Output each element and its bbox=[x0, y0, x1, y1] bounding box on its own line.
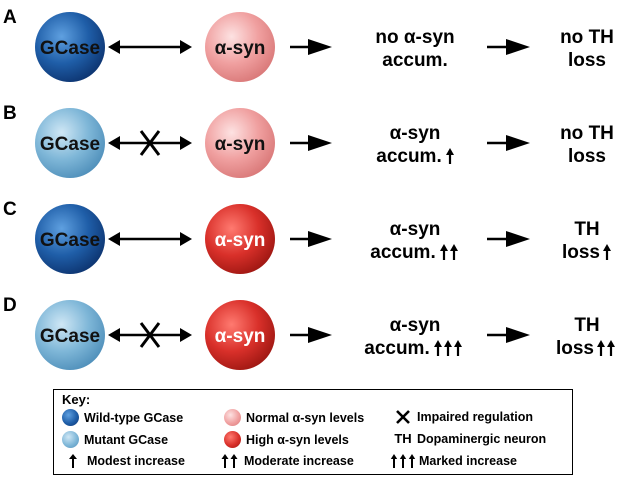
accumulation-text-line1: α-syn bbox=[390, 219, 441, 240]
high-asyn-swatch bbox=[224, 431, 241, 448]
key-item-wildtype-gcase: Wild-type GCase bbox=[62, 409, 183, 426]
th-text-line1: no TH bbox=[560, 27, 614, 48]
forward-arrow-icon bbox=[290, 231, 332, 247]
accumulation-text-line2: accum. bbox=[376, 146, 441, 167]
triple-up-arrow-icon bbox=[390, 453, 416, 469]
key-label-modest-increase: Modest increase bbox=[87, 454, 185, 468]
impaired-x-mark-icon bbox=[139, 130, 161, 156]
mutant-gcase-sphere bbox=[35, 300, 105, 370]
key-legend: Key: Wild-type GCase Mutant GCase Modest… bbox=[53, 389, 573, 475]
regulation-double-arrow-icon bbox=[108, 40, 192, 54]
key-item-moderate-increase: Moderate increase bbox=[219, 453, 354, 469]
th-text-line2: loss bbox=[568, 146, 606, 167]
row-letter: B bbox=[3, 103, 17, 124]
row-letter: A bbox=[3, 7, 17, 28]
accumulation-text-line2: accum. bbox=[382, 50, 447, 71]
accumulation-up-arrow-icon bbox=[440, 244, 448, 260]
th-loss-up-arrow-icon bbox=[597, 340, 605, 356]
th-loss-up-arrow-icon bbox=[603, 244, 611, 260]
impaired-x-mark-icon bbox=[139, 322, 161, 348]
key-item-high-asyn: High α-syn levels bbox=[224, 431, 349, 448]
gcase-label: GCase bbox=[40, 38, 100, 59]
key-item-marked-increase: Marked increase bbox=[390, 453, 517, 469]
forward-arrow-icon bbox=[487, 231, 530, 247]
accumulation-text-line2: accum. bbox=[364, 338, 429, 359]
key-label-dopaminergic-neuron: Dopaminergic neuron bbox=[417, 431, 547, 446]
high-asyn-sphere bbox=[205, 300, 275, 370]
forward-arrow-icon bbox=[487, 39, 530, 55]
wildtype-gcase-sphere bbox=[35, 204, 105, 274]
accumulation-text-line1: α-syn bbox=[390, 123, 441, 144]
gcase-label: GCase bbox=[40, 230, 100, 251]
key-item-normal-asyn: Normal α-syn levels bbox=[224, 409, 364, 426]
high-asyn-sphere bbox=[205, 204, 275, 274]
accumulation-up-arrow-icon bbox=[434, 340, 442, 356]
gcase-label: GCase bbox=[40, 134, 100, 155]
forward-arrow-icon bbox=[290, 135, 332, 151]
mutant-gcase-swatch bbox=[62, 431, 79, 448]
accumulation-text-line2: accum. bbox=[370, 242, 435, 263]
accumulation-up-arrow-icon bbox=[446, 148, 454, 164]
th-text-line1: no TH bbox=[560, 123, 614, 144]
th-text-line1: TH bbox=[574, 315, 599, 336]
key-label-high-asyn: High α-syn levels bbox=[246, 432, 349, 447]
key-item-dopaminergic-neuron: TH Dopaminergic neuron bbox=[392, 431, 546, 446]
normal-asyn-sphere bbox=[205, 12, 275, 82]
mutant-gcase-sphere bbox=[35, 108, 105, 178]
th-loss-up-arrow-icon bbox=[607, 340, 615, 356]
normal-asyn-sphere bbox=[205, 108, 275, 178]
key-item-modest-increase: Modest increase bbox=[62, 453, 185, 469]
key-label-mutant-gcase: Mutant GCase bbox=[84, 432, 169, 447]
accumulation-text-line1: α-syn bbox=[390, 315, 441, 336]
accumulation-text-line1: no α-syn bbox=[375, 27, 454, 48]
th-text-line2: loss bbox=[568, 50, 606, 71]
key-label-marked-increase: Marked increase bbox=[419, 454, 517, 468]
th-text-line2: loss bbox=[562, 242, 600, 263]
key-item-mutant-gcase: Mutant GCase bbox=[62, 431, 168, 448]
key-label-normal-asyn: Normal α-syn levels bbox=[246, 410, 365, 425]
accumulation-up-arrow-icon bbox=[450, 244, 458, 260]
forward-arrow-icon bbox=[487, 135, 530, 151]
row-letter: D bbox=[3, 295, 17, 316]
asyn-label: α-syn bbox=[215, 134, 266, 155]
forward-arrow-icon bbox=[290, 327, 332, 343]
gcase-label: GCase bbox=[40, 326, 100, 347]
forward-arrow-icon bbox=[290, 39, 332, 55]
row-letter: C bbox=[3, 199, 17, 220]
accumulation-up-arrow-icon bbox=[454, 340, 462, 356]
regulation-double-arrow-icon bbox=[108, 232, 192, 246]
single-up-arrow-icon bbox=[62, 453, 84, 469]
key-label-impaired-regulation: Impaired regulation bbox=[417, 410, 533, 424]
th-symbol: TH bbox=[394, 431, 412, 446]
key-label-moderate-increase: Moderate increase bbox=[244, 454, 354, 468]
forward-arrow-icon bbox=[487, 327, 530, 343]
wildtype-gcase-swatch bbox=[62, 409, 79, 426]
x-mark-icon bbox=[392, 409, 414, 425]
wildtype-gcase-sphere bbox=[35, 12, 105, 82]
asyn-label: α-syn bbox=[215, 230, 266, 251]
normal-asyn-swatch bbox=[224, 409, 241, 426]
th-text-line1: TH bbox=[574, 219, 599, 240]
asyn-label: α-syn bbox=[215, 326, 266, 347]
key-title: Key: bbox=[62, 392, 91, 407]
key-item-impaired-regulation: Impaired regulation bbox=[392, 409, 533, 425]
accumulation-up-arrow-icon bbox=[444, 340, 452, 356]
th-text-line2: loss bbox=[556, 338, 594, 359]
double-up-arrow-icon bbox=[219, 453, 241, 469]
asyn-label: α-syn bbox=[215, 38, 266, 59]
key-label-wildtype-gcase: Wild-type GCase bbox=[84, 410, 184, 425]
